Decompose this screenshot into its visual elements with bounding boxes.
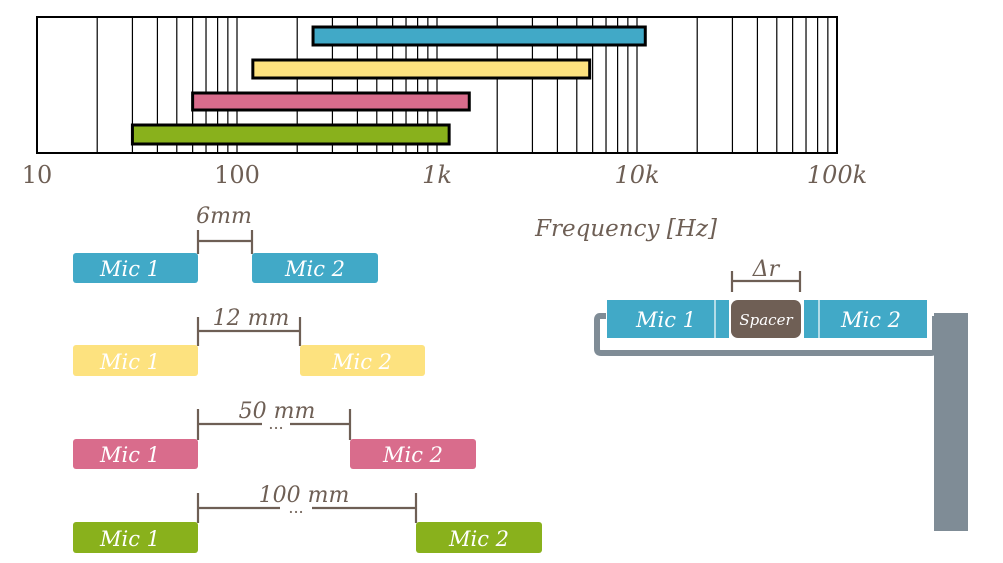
mic-pair-6mm: 6mm Mic 1 Mic 2 xyxy=(73,204,378,283)
delta-r-dimension-line xyxy=(730,271,802,292)
probe-stand xyxy=(934,313,968,531)
x-tick-label: 10k xyxy=(614,161,659,189)
mic-1-label: Mic 1 xyxy=(99,527,160,551)
probe-mic-1-block xyxy=(607,300,729,338)
mic-2-block xyxy=(416,522,542,553)
spacing-label: 6mm xyxy=(196,204,252,229)
mic-2-block xyxy=(252,253,378,283)
mic-2-label: Mic 2 xyxy=(448,527,509,551)
chart-bars xyxy=(130,25,647,146)
frequency-range-bar xyxy=(251,58,592,80)
x-tick-label: 100k xyxy=(807,161,867,189)
mic-1-label: Mic 1 xyxy=(99,257,160,281)
mic-1-block xyxy=(73,253,198,283)
mic-1-block xyxy=(73,345,198,376)
spacing-dimension-line xyxy=(196,493,418,523)
probe-mic-1-label: Mic 1 xyxy=(635,308,696,332)
mic-2-label: Mic 2 xyxy=(331,350,392,374)
spacing-label: 50 mm xyxy=(239,399,316,424)
mic-2-label: Mic 2 xyxy=(382,443,443,467)
mic-1-label: Mic 1 xyxy=(99,443,160,467)
probe-mic-2-label: Mic 2 xyxy=(840,308,901,332)
dimension-ellipsis: ... xyxy=(268,414,283,433)
delta-r-label: Δr xyxy=(752,257,781,282)
mic-pair-12mm: 12 mm Mic 1 Mic 2 xyxy=(73,306,425,376)
spacer-block xyxy=(731,300,801,338)
x-axis-ticks: 10 100 1k 10k 100k xyxy=(22,161,867,189)
frequency-range-bar xyxy=(311,25,647,47)
probe-mic-2-block xyxy=(804,300,927,338)
mic-1-block xyxy=(73,439,198,469)
x-tick-label: 1k xyxy=(422,161,452,189)
spacing-label: 100 mm xyxy=(259,483,350,508)
mic-pair-100mm: ... 100 mm Mic 1 Mic 2 xyxy=(73,483,542,553)
spacer-label: Spacer xyxy=(739,311,793,329)
probe-clamp xyxy=(594,313,938,356)
spacing-label: 12 mm xyxy=(213,306,290,331)
frequency-range-chart: 10 100 1k 10k 100k Frequency [Hz] xyxy=(22,16,867,242)
probe-assembly: Mic 1 Mic 2 Spacer Δr xyxy=(594,257,968,531)
mic-1-block xyxy=(73,522,198,553)
x-tick-label: 100 xyxy=(214,161,260,189)
mic-2-block xyxy=(300,345,425,376)
mic-pair-50mm: ... 50 mm Mic 1 Mic 2 xyxy=(73,399,476,469)
spacing-dimension-line xyxy=(196,317,302,346)
x-tick-label: 10 xyxy=(22,161,53,189)
spacing-dimension-line xyxy=(196,409,352,440)
frequency-range-bar xyxy=(191,91,471,112)
dimension-ellipsis: ... xyxy=(288,498,303,517)
mic-1-label: Mic 1 xyxy=(99,350,160,374)
x-axis-title: Frequency [Hz] xyxy=(534,216,717,242)
mic-2-block xyxy=(350,439,476,469)
frequency-range-bar xyxy=(130,123,451,146)
mic-2-label: Mic 2 xyxy=(284,257,345,281)
spacing-dimension-line xyxy=(196,230,254,254)
